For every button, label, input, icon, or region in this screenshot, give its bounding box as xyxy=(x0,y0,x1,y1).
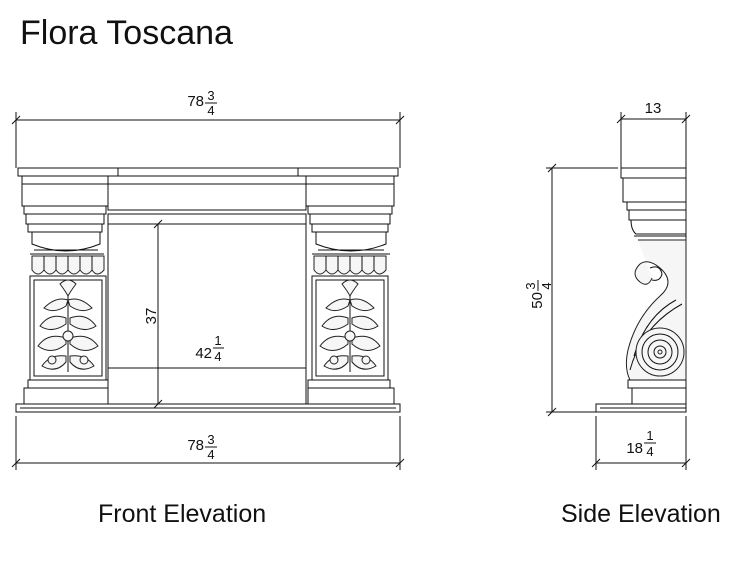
side-base-whole: 18 xyxy=(626,440,643,457)
front-bottom-dimension: 78 3 4 xyxy=(11,416,405,470)
right-column xyxy=(305,183,395,405)
side-height-dimension: 50 3 4 xyxy=(523,163,618,417)
side-height-whole: 50 xyxy=(529,292,546,309)
front-bottom-whole: 78 xyxy=(187,437,204,454)
opening-height-label: 37 xyxy=(143,308,160,325)
front-bottom-num: 3 xyxy=(207,432,214,447)
side-height-num: 3 xyxy=(523,282,538,289)
side-profile xyxy=(595,167,687,413)
side-base-dimension: 18 1 4 xyxy=(591,416,691,470)
side-base-num: 1 xyxy=(646,428,653,443)
side-top-depth-label: 13 xyxy=(645,100,662,117)
frieze xyxy=(107,183,307,225)
opening-height-dimension: 37 xyxy=(143,219,163,409)
opening-width-dimension: 42 1 4 xyxy=(195,333,224,364)
front-top-num: 3 xyxy=(207,88,214,103)
firebox-opening xyxy=(107,223,307,405)
front-elevation: 78 3 4 xyxy=(11,88,405,470)
front-top-whole: 78 xyxy=(187,93,204,110)
side-elevation: 13 50 3 4 xyxy=(523,100,691,470)
mantel-shelf xyxy=(17,167,399,185)
page-title: Flora Toscana xyxy=(20,14,233,52)
side-elevation-caption: Side Elevation xyxy=(561,500,721,528)
front-elevation-caption: Front Elevation xyxy=(98,500,267,528)
side-base-den: 4 xyxy=(646,444,653,459)
hearth xyxy=(15,403,401,413)
front-top-dimension: 78 3 4 xyxy=(11,88,405,168)
front-top-den: 4 xyxy=(207,103,214,118)
left-column xyxy=(21,183,109,405)
side-top-dimension: 13 xyxy=(616,100,691,168)
side-height-den: 4 xyxy=(539,282,554,289)
opening-width-num: 1 xyxy=(214,333,221,348)
front-bottom-den: 4 xyxy=(207,447,214,462)
opening-width-den: 4 xyxy=(214,349,221,364)
opening-width-whole: 42 xyxy=(195,345,212,362)
